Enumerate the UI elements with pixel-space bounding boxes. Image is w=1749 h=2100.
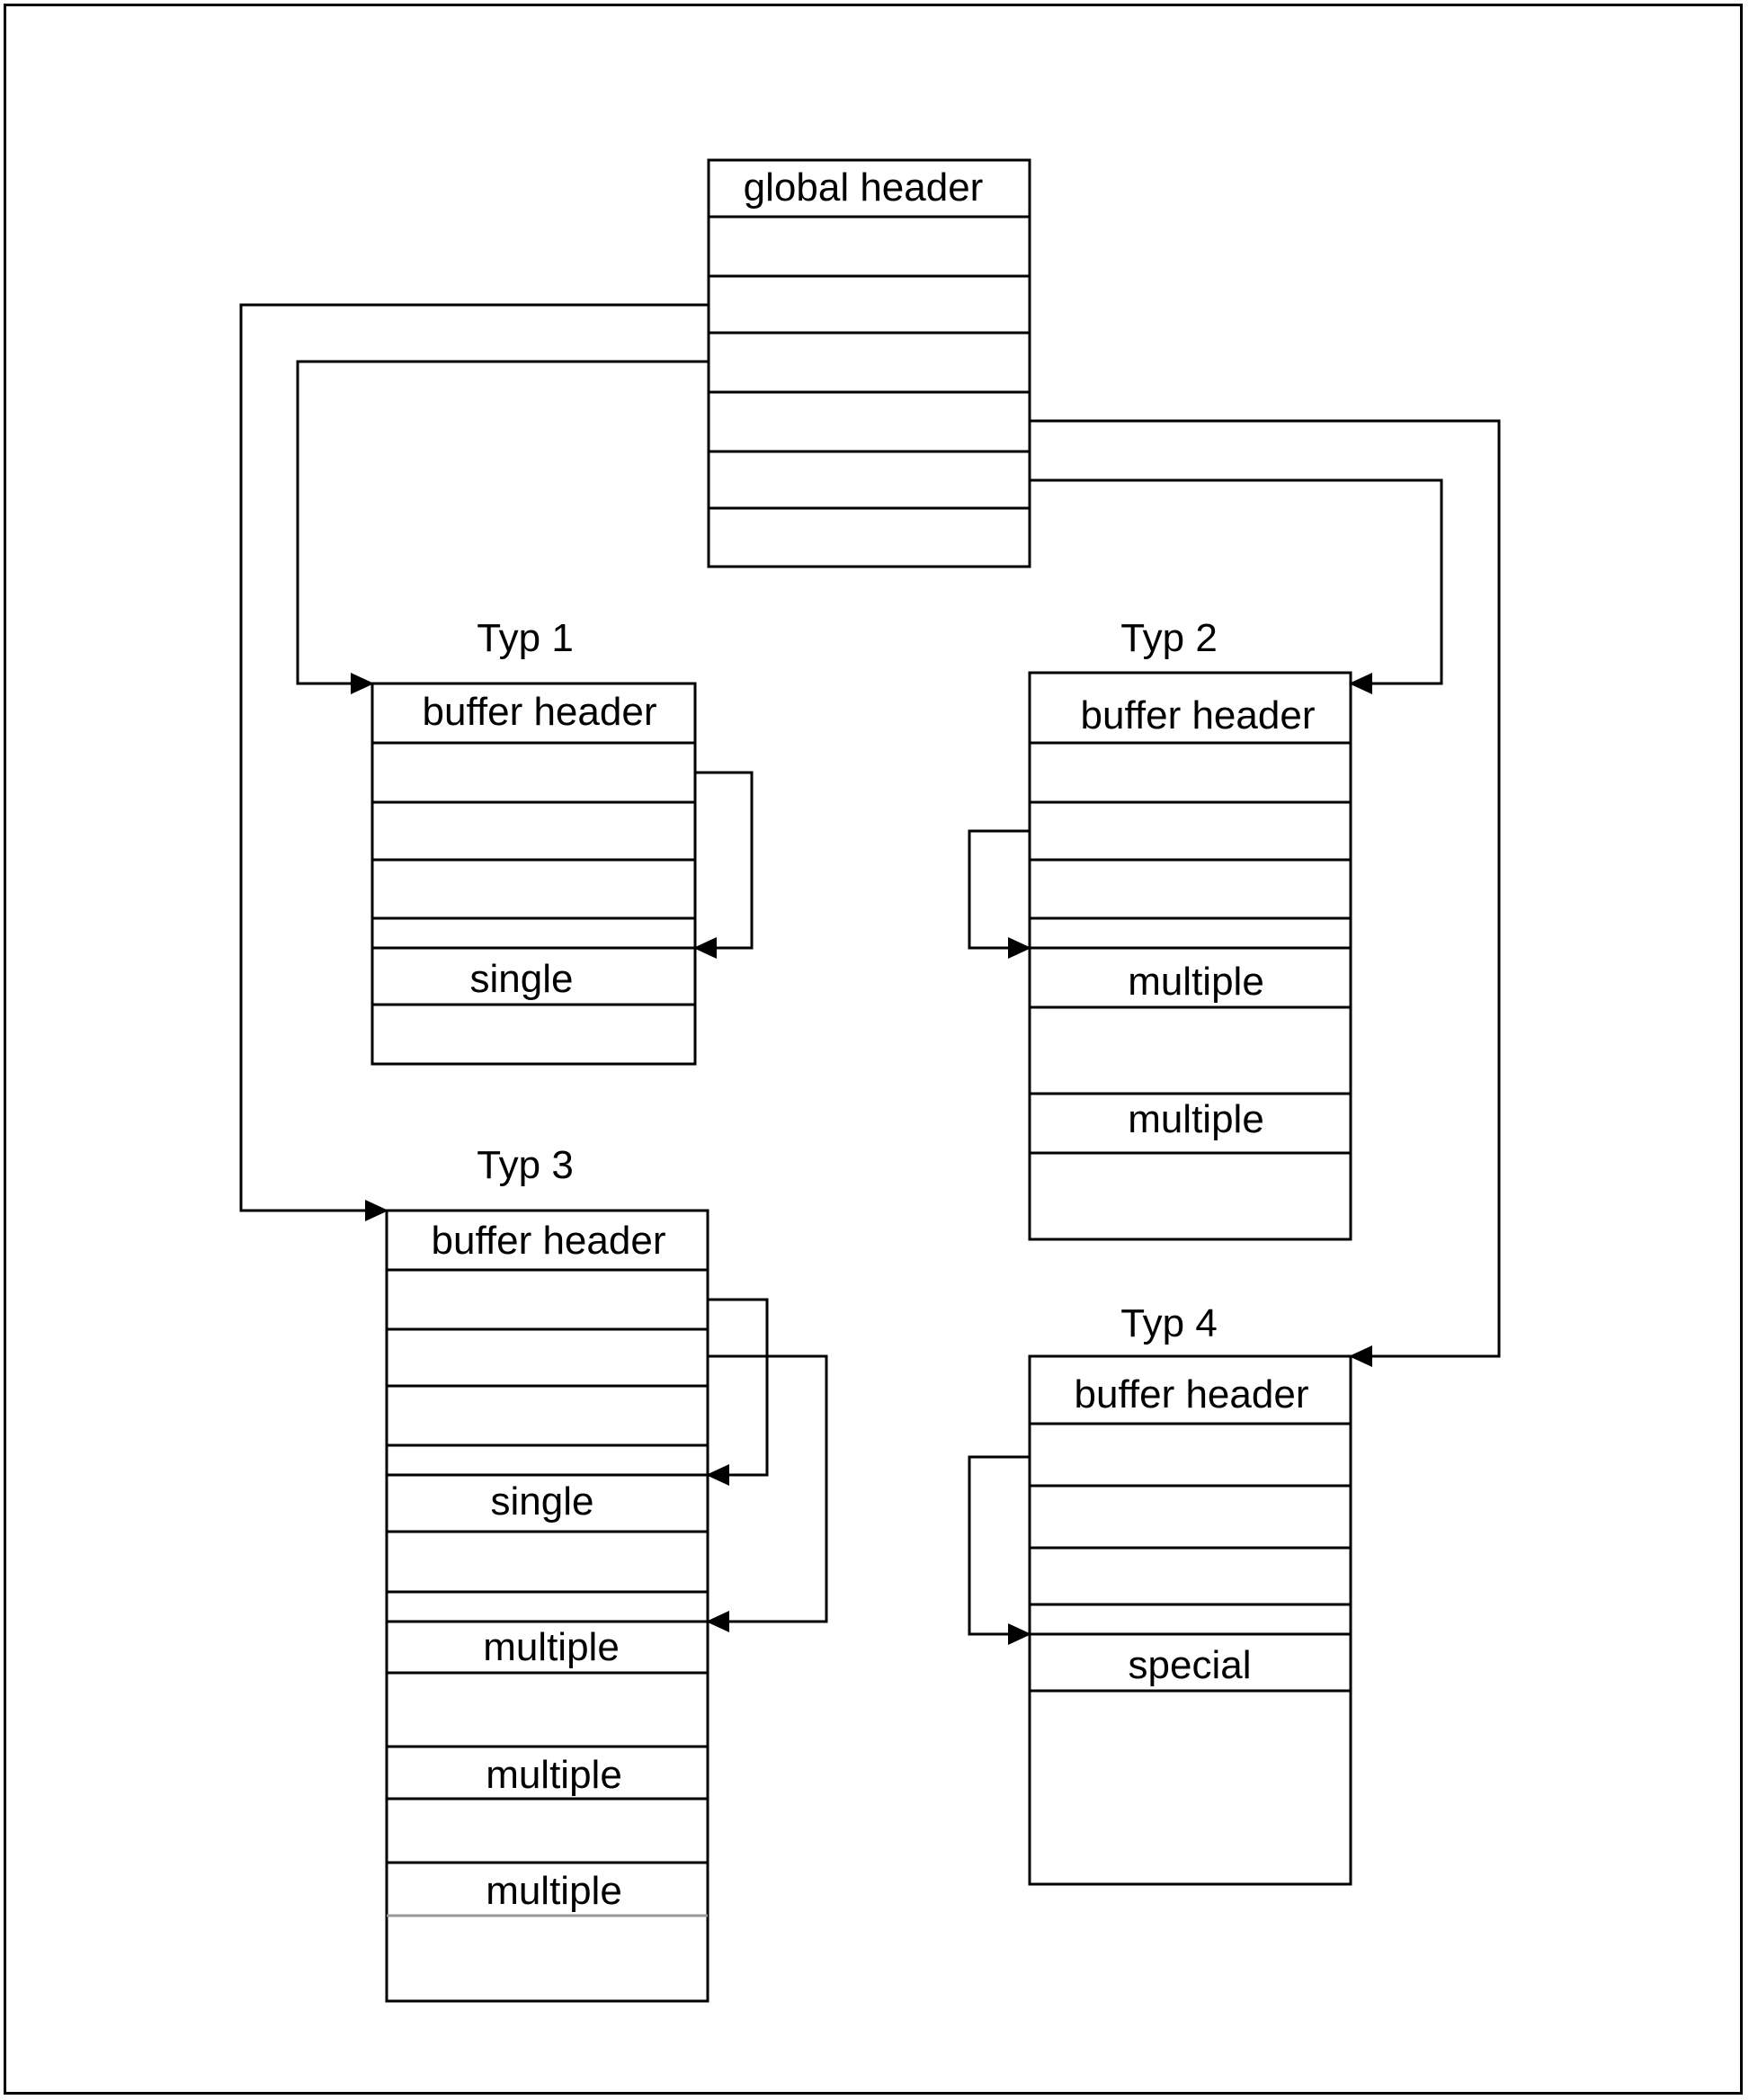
connector-typ1-to-single (693, 771, 754, 959)
typ3-title: Typ 3 (477, 1143, 574, 1187)
typ1-title: Typ 1 (477, 616, 574, 660)
typ3-multiple-label-1: multiple (483, 1625, 620, 1669)
connector-typ3-to-multiple (706, 1354, 828, 1632)
typ3-multiple-label-2: multiple (486, 1753, 622, 1797)
connector-typ4-to-special (968, 1455, 1031, 1645)
typ2-multiple-label-2: multiple (1128, 1097, 1264, 1141)
typ4-buffer-header-label: buffer header (1075, 1372, 1309, 1416)
typ2-buffer-header-label: buffer header (1081, 693, 1316, 737)
typ3-table (385, 1209, 709, 2003)
global-header-table (707, 158, 1031, 568)
connector-typ3-to-single (706, 1298, 769, 1486)
connector-global-to-typ4 (1030, 419, 1501, 1367)
typ2-multiple-label-1: multiple (1128, 960, 1264, 1004)
typ1-buffer-header-label: buffer header (423, 690, 657, 734)
typ3-multiple-label-3: multiple (486, 1869, 622, 1913)
connector-global-to-typ3 (239, 303, 709, 1221)
typ4-title: Typ 4 (1120, 1301, 1218, 1345)
typ4-table (1028, 1354, 1352, 1886)
typ2-title: Typ 2 (1120, 616, 1218, 660)
typ3-buffer-header-label: buffer header (432, 1219, 666, 1263)
typ1-table (370, 682, 697, 1066)
typ3-single-label: single (491, 1479, 594, 1524)
global-header-label: global header (744, 165, 984, 210)
connector-typ2-to-multiple (968, 829, 1031, 959)
connector-global-to-typ2 (1030, 478, 1443, 694)
typ2-table (1028, 671, 1352, 1241)
typ4-special-label: special (1129, 1643, 1252, 1687)
diagram-frame (4, 4, 1743, 2095)
connector-global-to-typ1 (296, 360, 709, 694)
typ1-single-label: single (470, 957, 574, 1001)
